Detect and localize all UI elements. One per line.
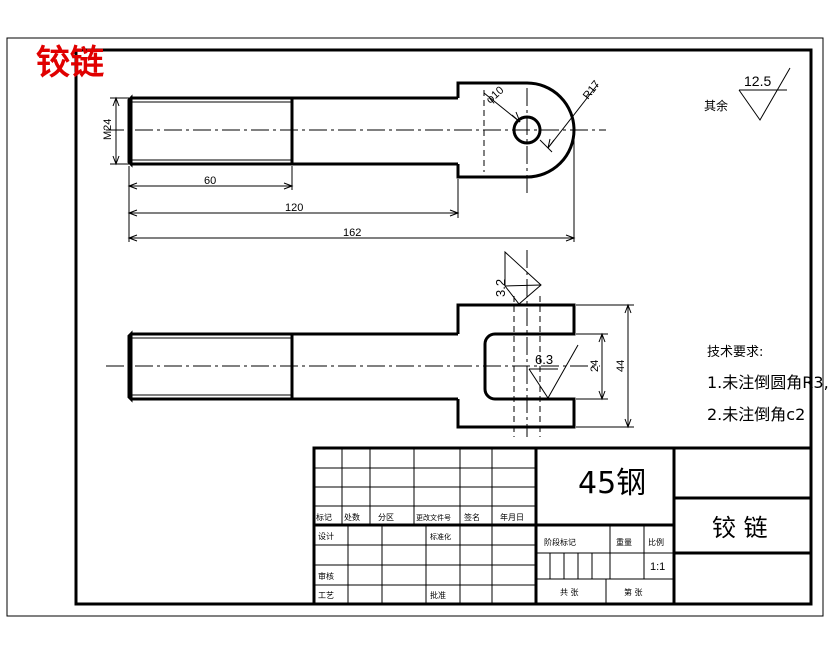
tb-header-count: 处数	[344, 512, 360, 522]
dim-hole-label: φ10	[484, 84, 506, 106]
dim-60-label: 60	[204, 175, 216, 187]
tb-standardize: 标准化	[430, 532, 451, 541]
tb-design: 设计	[318, 531, 334, 541]
tb-header-mark: 标记	[316, 512, 332, 522]
tb-header-zone: 分区	[378, 513, 394, 522]
roughness-inner-value: 6.3	[535, 352, 553, 367]
tb-scale: 1:1	[650, 561, 665, 573]
tb-header-sign: 签名	[464, 512, 480, 522]
dim-slot-label: 24	[589, 360, 601, 372]
dim-height-label: 44	[615, 360, 627, 372]
top-view: M24 60 120 162 φ10 R17	[102, 79, 606, 242]
outer-frame	[6, 37, 824, 617]
roughness-general: 12.5 其余	[704, 67, 791, 121]
tb-weight: 重量	[616, 537, 632, 547]
tb-header-date: 年月日	[500, 512, 524, 522]
tb-header-docno: 更改文件号	[416, 513, 451, 522]
front-view: 3.2 6.3 24 44	[106, 250, 634, 437]
tb-process: 工艺	[318, 591, 334, 600]
roughness-general-value: 12.5	[744, 73, 771, 89]
roughness-slot-value: 3.2	[493, 279, 508, 297]
drawing-title: 铰链	[36, 43, 104, 83]
title-block: 标记 处数 分区 更改文件号 签名 年月日 设计 标准化 审核 工艺 批准 45…	[312, 446, 813, 606]
tb-part-name: 铰 链	[712, 514, 768, 542]
notes-item-1: 1.未注倒圆角R3,	[707, 373, 829, 392]
notes-item-2: 2.未注倒角c2	[707, 405, 805, 424]
tb-stage-mark: 阶段标记	[544, 537, 576, 547]
tb-sheets-total: 共 张	[560, 588, 579, 597]
tb-approve: 批准	[430, 590, 446, 600]
tb-review: 审核	[318, 571, 334, 581]
notes-heading: 技术要求:	[707, 345, 763, 360]
roughness-general-label: 其余	[704, 98, 728, 113]
tb-ratio: 比例	[648, 537, 664, 547]
dim-120-label: 120	[285, 202, 303, 214]
dim-thread-label: M24	[102, 119, 114, 140]
technical-notes: 技术要求: 1.未注倒圆角R3, 2.未注倒角c2	[707, 345, 829, 424]
tb-material: 45钢	[578, 466, 646, 501]
tb-sheet-num: 第 张	[624, 587, 643, 597]
dim-radius-label: R17	[581, 79, 603, 102]
dim-162-label: 162	[343, 227, 361, 239]
